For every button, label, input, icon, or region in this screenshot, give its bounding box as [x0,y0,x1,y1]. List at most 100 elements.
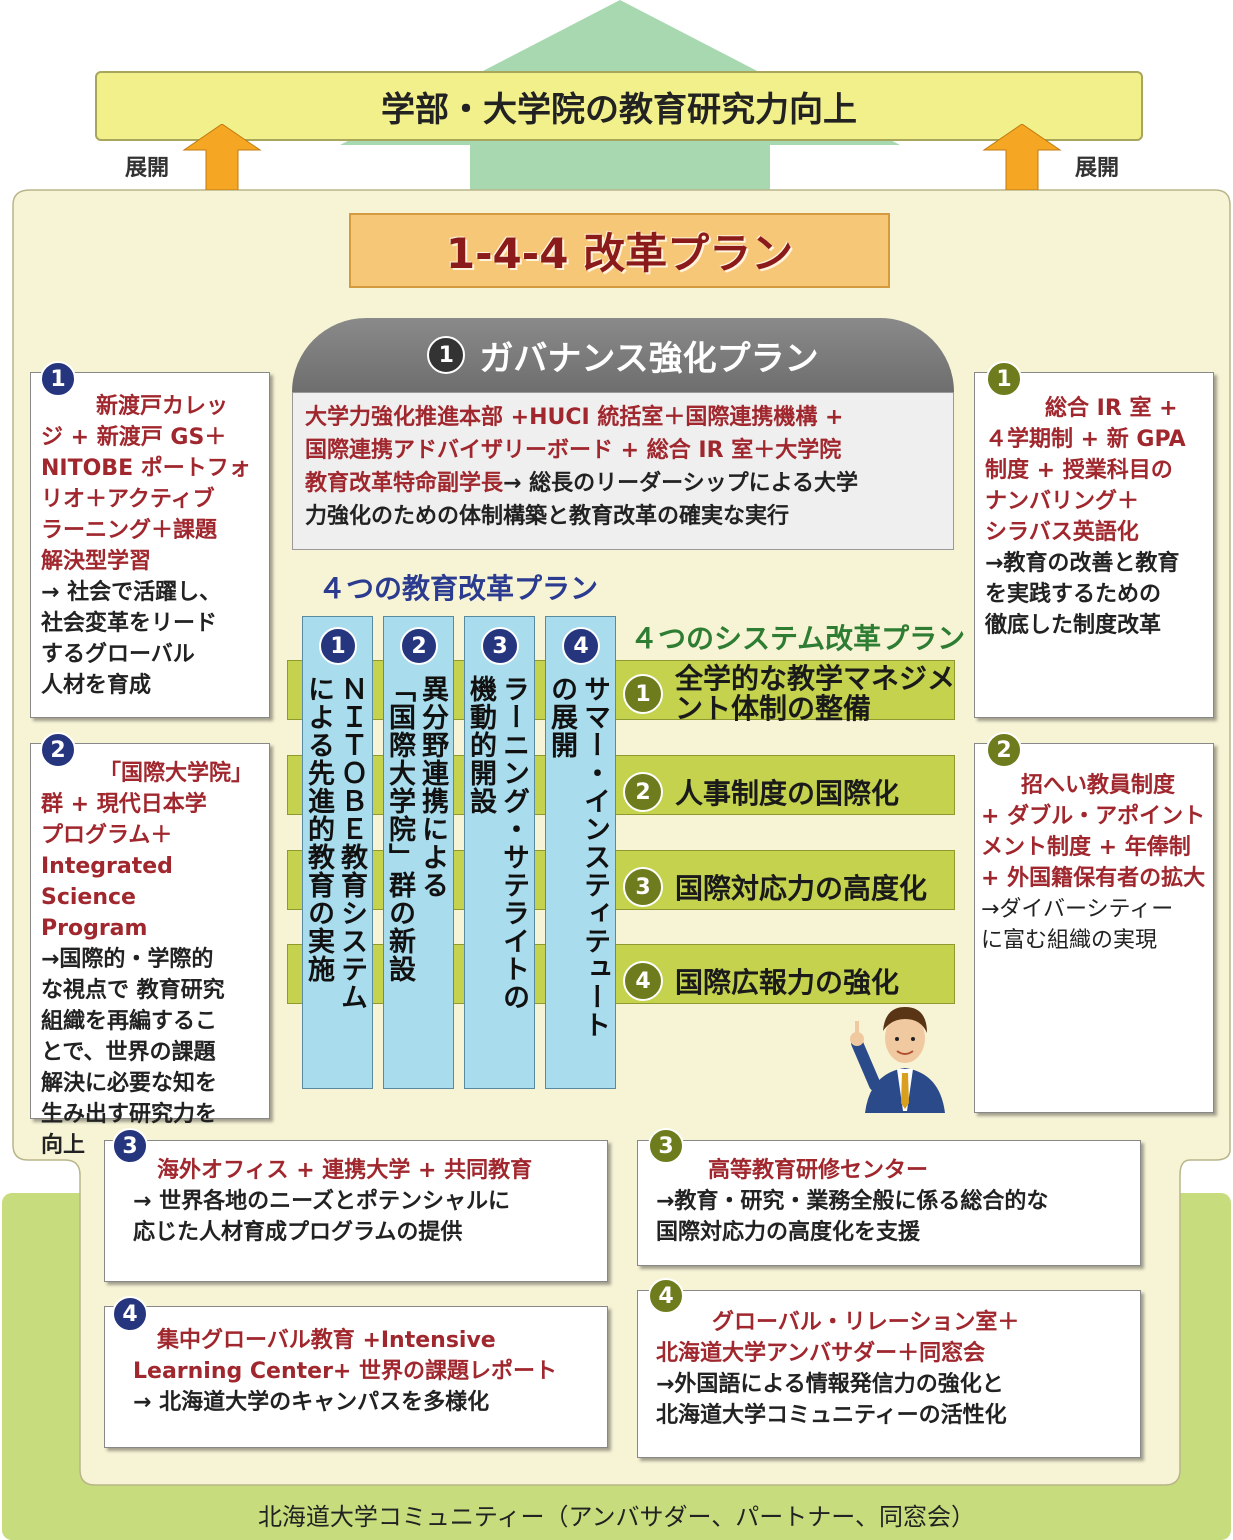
system-number-2: 2 [623,772,663,812]
left2-red-d: Integrated Science [41,854,173,910]
bottom-left3-black-b: 応じた人材育成プログラムの提供 [133,1220,463,1245]
bottom-right4-number: 4 [648,1278,684,1314]
bottom-right3-black-a: →教育・研究・業務全般に係る総合的な [656,1189,1049,1214]
right1-number: 1 [986,361,1022,397]
system-item-1-line2: ント体制の整備 [675,692,872,725]
system-item-2: 2 人事制度の国際化 [623,772,899,812]
right2-number: 2 [986,732,1022,768]
left2-black-e: 解決に必要な知を [41,1071,218,1096]
bottom-right-box-3: 高等教育研修センター →教育・研究・業務全般に係る総合的な 国際対応力の高度化を… [637,1140,1141,1266]
governance-red-1: 大学力強化推進本部 +HUCI 統括室＋国際連携機構 + [305,405,844,430]
left1-number: 1 [40,361,76,397]
left2-black-c: 組織を再編するこ [41,1009,218,1034]
system-item-1: 1 全学的な教学マネジメ ント体制の整備 [623,664,955,724]
right1-red-d: ナンバリング＋ [985,489,1140,514]
expand-arrow-left-icon [182,124,262,190]
bottom-right3-black-b: 国際対応力の高度化を支援 [656,1220,921,1245]
left2-black-f: 生み出す研究力を [41,1102,218,1127]
right-box-1: 総合 IR 室 + ４学期制 + 新 GPA 制度 + 授業科目の ナンバリング… [974,372,1214,718]
left1-black-c: するグローバル [41,642,195,667]
bottom-left3-black-a: → 世界各地のニーズとポテンシャルに [133,1189,510,1214]
left2-black-g: 向上 [41,1133,86,1158]
right1-black-c: 徹底した制度改革 [985,613,1162,638]
left2-black-d: とで、世界の課題 [41,1040,216,1065]
system-number-1: 1 [623,674,663,714]
four-system-plans-title: ４つのシステム改革プラン [630,622,966,655]
education-plan-column-2: 2 異分野連携による 「国際大学院」群の新設 [383,616,454,1089]
governance-number: 1 [427,336,466,374]
plan-title: 1-4-4 改革プラン [349,213,890,288]
education-plan-column-3: 3 ラーニング・サテライトの 機動的開設 [464,616,535,1089]
system-number-4: 4 [623,961,663,1001]
left2-number: 2 [40,732,76,768]
bottom-right-box-4: グローバル・リレーション室＋ 北海道大学アンバサダー＋同窓会 →外国語による情報… [637,1290,1141,1458]
governance-black-3: → 総長のリーダーシップによる大学 [503,471,859,496]
right-box-2: 招へい教員制度 + ダブル・アポイント メント制度 + 年俸制 + 外国籍保有者… [974,743,1214,1113]
bottom-left4-black-a: → 北海道大学のキャンパスを多様化 [133,1390,490,1415]
expand-arrow-right-icon [982,124,1062,190]
system-item-2-label: 人事制度の国際化 [675,777,900,810]
left1-red-b: ジ + 新渡戸 GS＋ [41,425,227,450]
education-plan-3-text: ラーニング・サテライトの 機動的開設 [465,675,529,1011]
expand-label-right: 展開 [1075,156,1120,181]
left1-red-f: 解決型学習 [41,549,152,574]
system-item-3-label: 国際対応力の高度化 [675,872,928,905]
education-number-3: 3 [481,627,519,665]
governance-body: 大学力強化推進本部 +HUCI 統括室＋国際連携機構 + 国際連携アドバイザリー… [292,392,954,550]
right1-red-b: ４学期制 + 新 GPA [985,427,1186,452]
right2-black-b: に富む組織の実現 [981,928,1158,953]
left1-black-a: → 社会で活躍し、 [41,580,222,605]
left2-black-b: な視点で 教育研究 [41,978,225,1003]
system-item-4-label: 国際広報力の強化 [675,966,900,999]
system-item-1-line1: 全学的な教学マネジメ [675,662,956,695]
education-plan-1-text: ＮＩＴＯＢＥ教育システム による先進的教育の実施 [303,675,367,1011]
governance-title: ガバナンス強化プラン [479,338,819,379]
bottom-right4-red-b: 北海道大学アンバサダー＋同窓会 [656,1341,986,1366]
left1-red-d: リオ＋アクティブ [41,487,215,512]
left1-red-e: ラーニング＋課題 [41,518,218,543]
right1-red-c: 制度 + 授業科目の [985,458,1173,483]
education-plan-4-text: サマー・インスティテュート の展開 [546,675,610,1039]
left2-black-a: →国際的・学際的 [41,947,214,972]
system-item-4: 4 国際広報力の強化 [623,961,899,1001]
education-plan-column-1: 1 ＮＩＴＯＢＥ教育システム による先進的教育の実施 [302,616,373,1089]
bottom-left4-red-b: Learning Center+ 世界の課題レポート [133,1359,558,1384]
governance-black-4: 力強化のための体制構築と教育改革の確実な実行 [305,504,790,529]
education-plan-2-text: 異分野連携による 「国際大学院」群の新設 [384,675,448,983]
education-number-4: 4 [562,627,600,665]
left-box-1: 新渡戸カレッ ジ + 新渡戸 GS＋ NITOBE ポートフォ リオ＋アクティブ… [30,372,270,718]
left-box-2: 「国際大学院」 群 + 現代日本学 プログラム＋ Integrated Scie… [30,743,270,1158]
bottom-right3-red: 高等教育研修センター [708,1158,929,1183]
education-number-1: 1 [319,627,357,665]
bottom-right4-black-b: 北海道大学コミュニティーの活性化 [656,1403,1007,1428]
right1-black-a: →教育の改善と教育 [985,551,1180,576]
left2-red-b: 群 + 現代日本学 [41,792,207,817]
system-item-3: 3 国際対応力の高度化 [623,867,927,907]
right2-red-c: メント制度 + 年俸制 [981,835,1191,860]
right1-red-e: シラバス英語化 [985,520,1139,545]
right2-black-a: →ダイバーシティー [981,897,1174,922]
education-plan-column-4: 4 サマー・インスティテュート の展開 [545,616,616,1089]
left2-red-e: Program [41,916,148,941]
bottom-right4-black-a: →外国語による情報発信力の強化と [656,1372,1004,1397]
bottom-left3-red: 海外オフィス + 連携大学 + 共同教育 [157,1158,533,1183]
right2-red-a: 招へい教員制度 [1021,773,1176,798]
left1-red-a: 新渡戸カレッ [96,394,229,419]
bottom-left-box-4: 集中グローバル教育 +Intensive Learning Center+ 世界… [104,1306,608,1448]
right2-red-b: + ダブル・アポイント [981,804,1206,829]
bottom-left4-red-a: 集中グローバル教育 +Intensive [157,1328,496,1353]
governance-red-3: 教育改革特命副学長 [305,471,504,496]
left1-black-d: 人材を育成 [41,673,152,698]
expand-label-left: 展開 [125,156,170,181]
governance-red-2: 国際連携アドバイザリーボード + 総合 IR 室＋大学院 [305,438,842,463]
top-banner: 学部・大学院の教育研究力向上 [95,71,1143,141]
community-caption: 北海道大学コミュニティー（アンバサダー、パートナー、同窓会） [257,1503,976,1531]
bottom-left3-number: 3 [112,1128,148,1164]
bottom-left4-number: 4 [112,1296,148,1332]
governance-header: 1 ガバナンス強化プラン [292,318,954,392]
left2-red-c: プログラム＋ [41,823,173,848]
education-number-2: 2 [400,627,438,665]
left1-black-b: 社会変革をリード [41,611,218,636]
right2-red-d: + 外国籍保有者の拡大 [981,866,1206,891]
left2-red-a: 「国際大学院」 [99,761,254,786]
